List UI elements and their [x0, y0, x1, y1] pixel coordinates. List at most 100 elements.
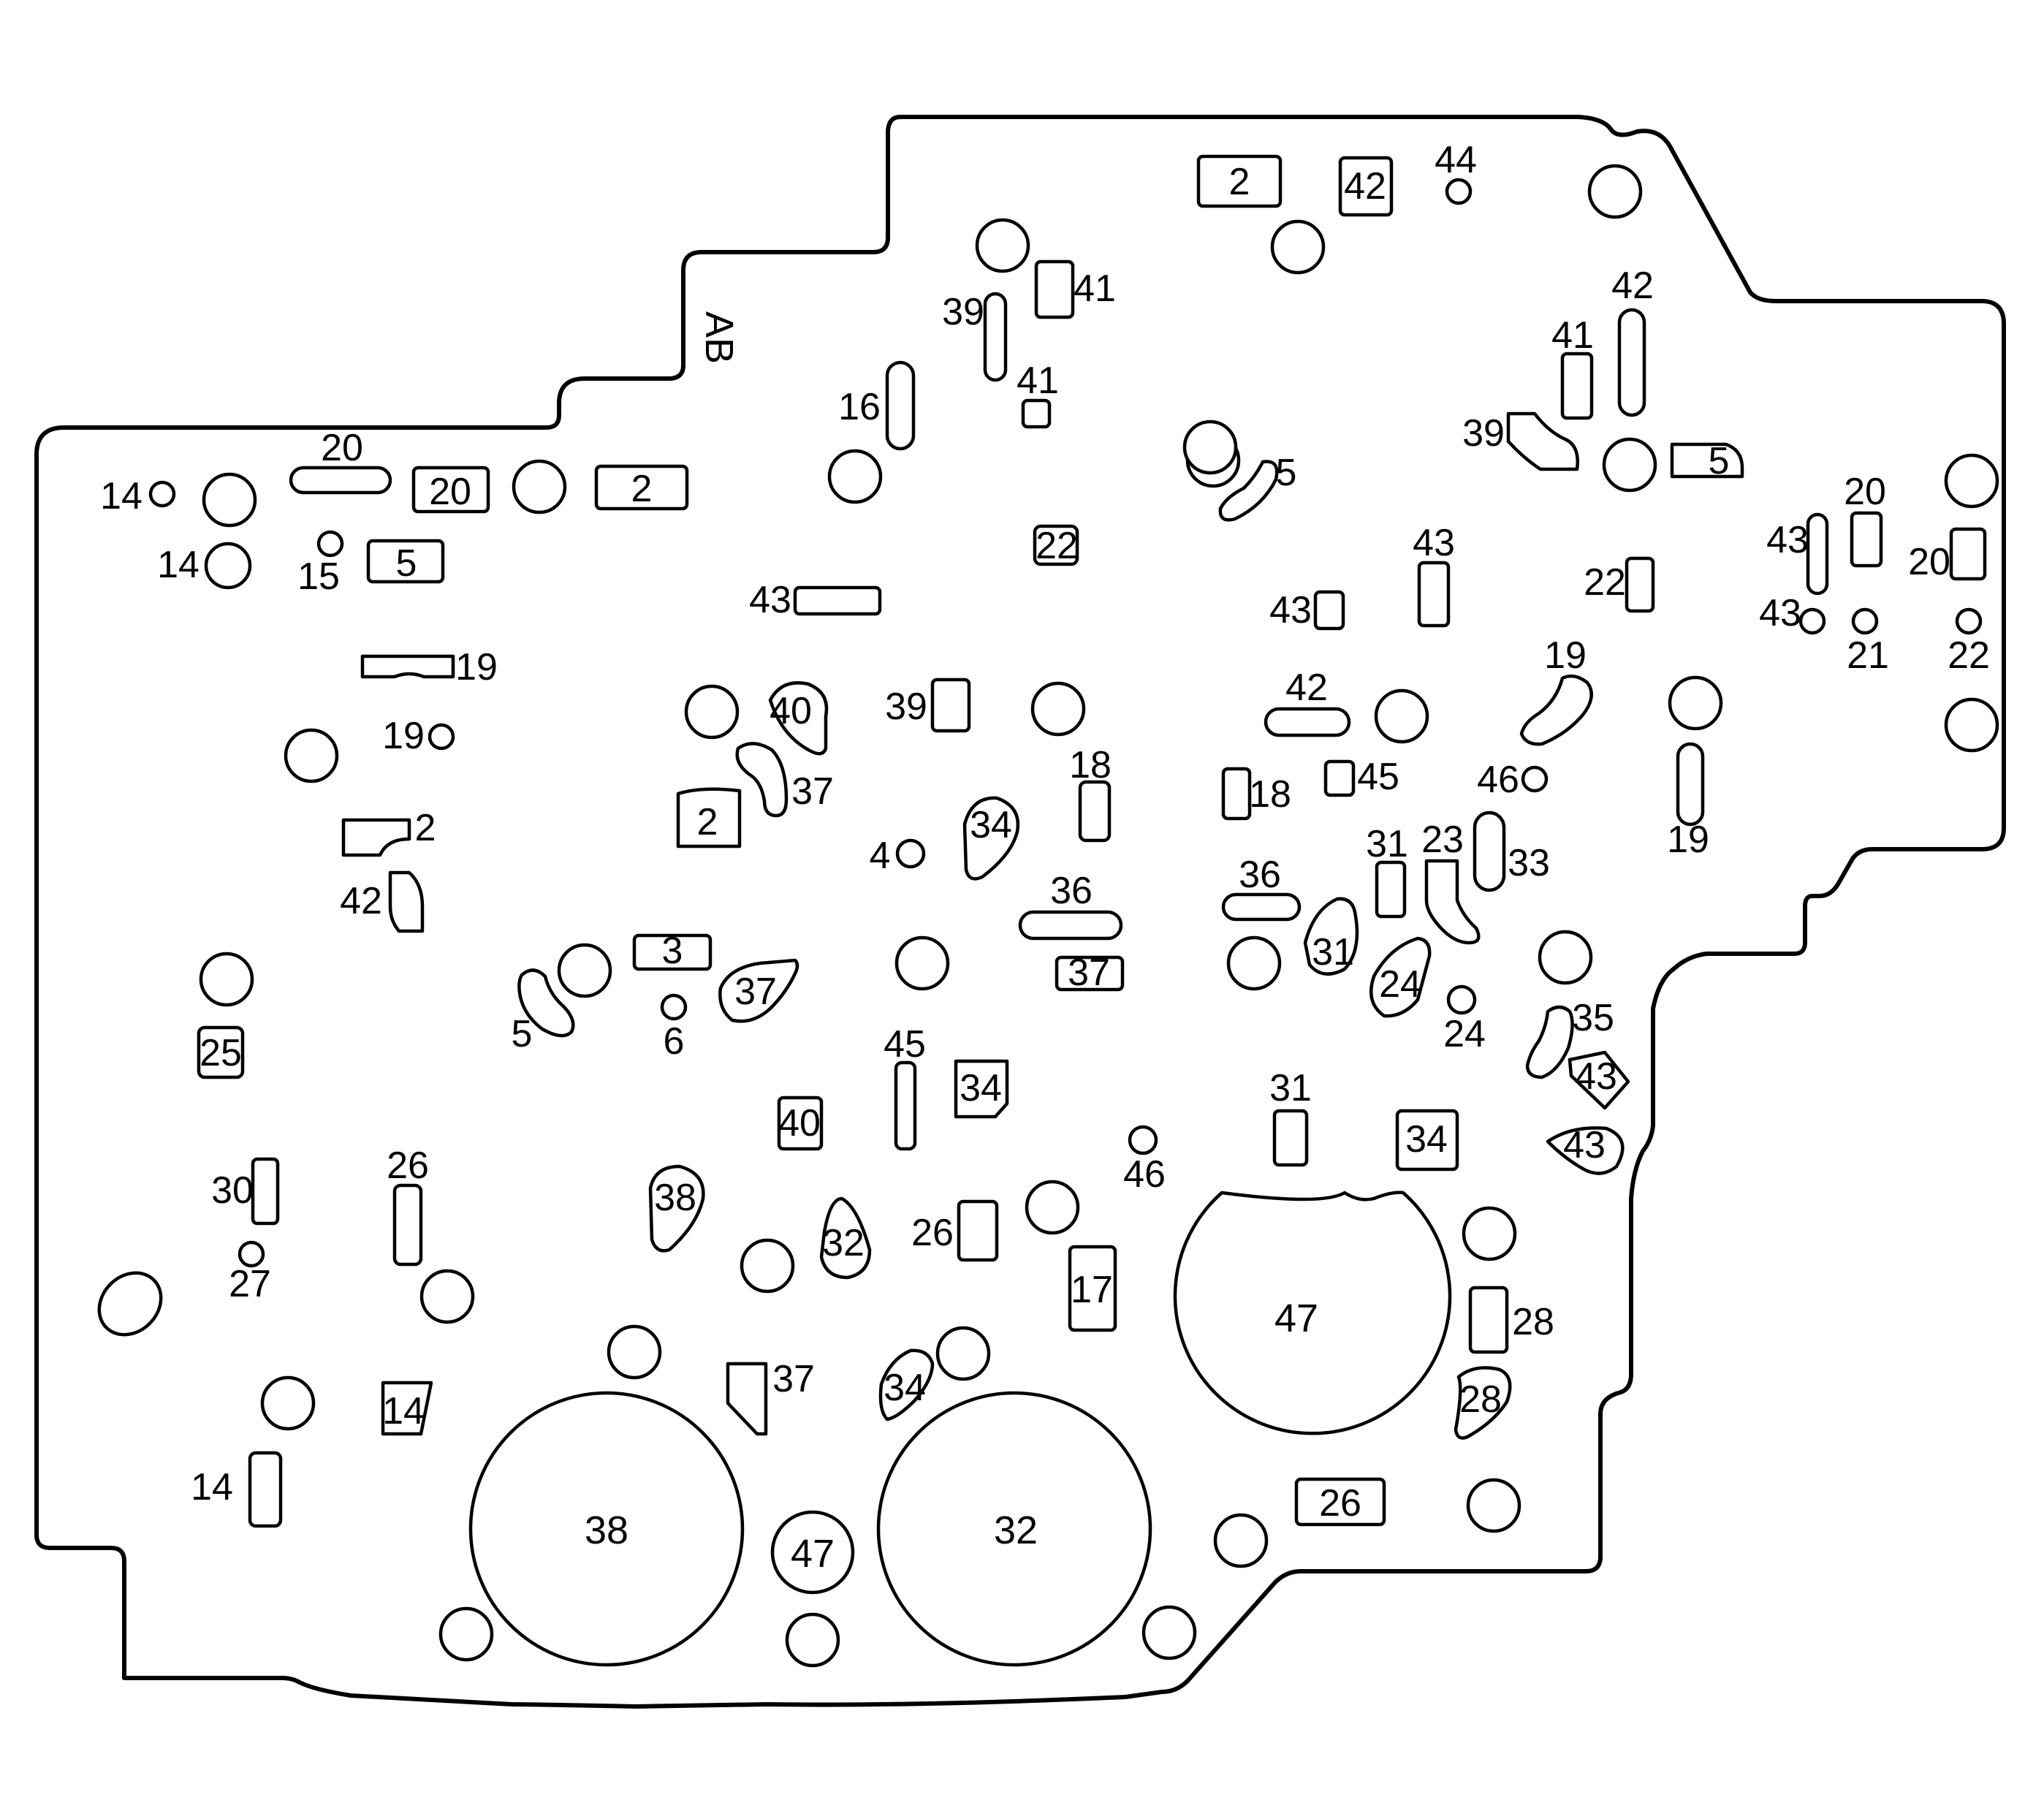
rect-2b [594, 464, 689, 511]
label: 24 [1379, 963, 1421, 1006]
hole [1466, 1478, 1521, 1533]
slot-19d [1676, 742, 1705, 827]
label: 25 [200, 1032, 242, 1074]
label: 34 [970, 804, 1012, 846]
label: 43 [749, 579, 791, 621]
label: 37 [1068, 952, 1110, 994]
label: 46 [1477, 759, 1519, 801]
label: 34 [1405, 1118, 1448, 1161]
label: 3 [662, 930, 683, 972]
teardrop-34a [962, 796, 1020, 881]
hole [1668, 675, 1723, 731]
label: 5 [396, 542, 417, 585]
label: 41 [1017, 360, 1059, 402]
hole [740, 1238, 795, 1294]
hole [684, 684, 740, 740]
label: 31 [1312, 931, 1354, 973]
slot-19a [360, 654, 455, 679]
hole-27 [238, 1240, 265, 1268]
label: 16 [838, 386, 881, 428]
rect-2d [341, 818, 411, 857]
label: 19 [382, 715, 425, 757]
slot-43d [1806, 512, 1829, 596]
slots [197, 154, 1987, 1528]
hole [894, 935, 950, 991]
label: 28 [1459, 1378, 1502, 1421]
label: 43 [1413, 522, 1455, 564]
label: 39 [942, 291, 984, 333]
bore-47-top [1173, 1191, 1452, 1435]
teardrop-38a [648, 1164, 705, 1253]
label: 22 [1036, 525, 1078, 567]
slot-26a [392, 1183, 423, 1267]
label: 42 [1611, 265, 1654, 307]
label: 40 [770, 690, 812, 732]
label: 45 [884, 1023, 926, 1066]
rect-37c [1055, 955, 1125, 992]
hole-24b [1446, 984, 1477, 1015]
slot-16 [885, 360, 916, 451]
rect-43b [1313, 590, 1345, 631]
hole [1944, 697, 1999, 753]
label: 39 [1462, 412, 1505, 455]
label: 14 [100, 475, 143, 517]
label: 28 [1512, 1301, 1554, 1343]
label: 36 [1239, 854, 1281, 896]
slot-39a [983, 292, 1008, 382]
hole [975, 218, 1030, 273]
hole-22c [1955, 607, 1983, 635]
label: 17 [1071, 1269, 1113, 1311]
label: 5 [512, 1013, 533, 1055]
rect-2a [1196, 154, 1283, 208]
rect-43a [793, 585, 882, 616]
hole [935, 1326, 991, 1381]
label: 4 [870, 835, 891, 877]
hole [284, 728, 339, 783]
hole-19b [428, 723, 455, 751]
rect-18a [1078, 780, 1112, 843]
rect-14c [381, 1381, 433, 1436]
label: 27 [229, 1263, 271, 1305]
rect-40b [777, 1096, 824, 1151]
rect-20c [1850, 511, 1883, 568]
label: 42 [340, 880, 382, 922]
label: 14 [157, 544, 200, 586]
label: 41 [1074, 267, 1116, 310]
rect-39c [930, 677, 971, 733]
pockets [517, 460, 1630, 1440]
hole [1374, 688, 1429, 744]
kidney-5a [1218, 460, 1279, 522]
label: 21 [1847, 634, 1889, 677]
label: 40 [778, 1102, 821, 1144]
label: 37 [734, 971, 777, 1013]
ab-stamp-text: AB [697, 311, 741, 364]
slot-33 [1473, 810, 1506, 892]
label: 2 [697, 801, 718, 843]
bore-38 [468, 1391, 745, 1667]
hole [1213, 1513, 1269, 1568]
label: 5 [1709, 440, 1730, 482]
label: 26 [1319, 1482, 1361, 1525]
label: 32 [822, 1222, 865, 1264]
label: 38 [585, 1508, 628, 1552]
hole [557, 943, 612, 998]
kidney-19c [1519, 674, 1593, 746]
rect-37d [726, 1362, 768, 1436]
label: 45 [1357, 756, 1399, 798]
label: 36 [1050, 870, 1093, 912]
rect-17 [1068, 1245, 1117, 1332]
label: 34 [960, 1067, 1002, 1109]
slot-42d [388, 870, 425, 933]
label: 19 [1667, 819, 1709, 861]
teardrop-37b [718, 958, 799, 1023]
rect-31a [1375, 860, 1407, 919]
rect-41c [1021, 398, 1052, 429]
hole [1141, 1605, 1197, 1660]
rect-22a [1033, 524, 1079, 566]
rect-31c [1272, 1109, 1309, 1167]
label: 41 [1551, 314, 1594, 357]
label: 19 [455, 646, 498, 688]
hole [1538, 930, 1593, 985]
label: 30 [211, 1169, 254, 1212]
teardrop-24a [1369, 936, 1432, 1018]
